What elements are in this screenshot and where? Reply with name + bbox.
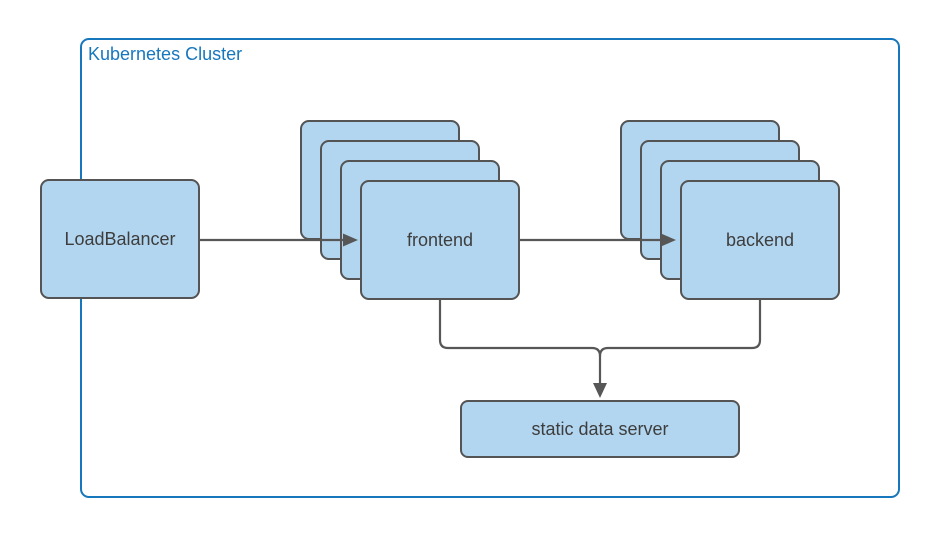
- node-backend: backend: [680, 180, 840, 300]
- backend-label: backend: [725, 229, 795, 250]
- node-frontend: frontend: [360, 180, 520, 300]
- node-load-balancer: LoadBalancer: [40, 179, 200, 299]
- node-static-data-server: static data server: [460, 400, 740, 458]
- frontend-label: frontend: [406, 229, 474, 250]
- static-data-server-label: static data server: [531, 418, 669, 439]
- cluster-label: Kubernetes Cluster: [88, 44, 243, 64]
- load-balancer-label: LoadBalancer: [64, 228, 176, 249]
